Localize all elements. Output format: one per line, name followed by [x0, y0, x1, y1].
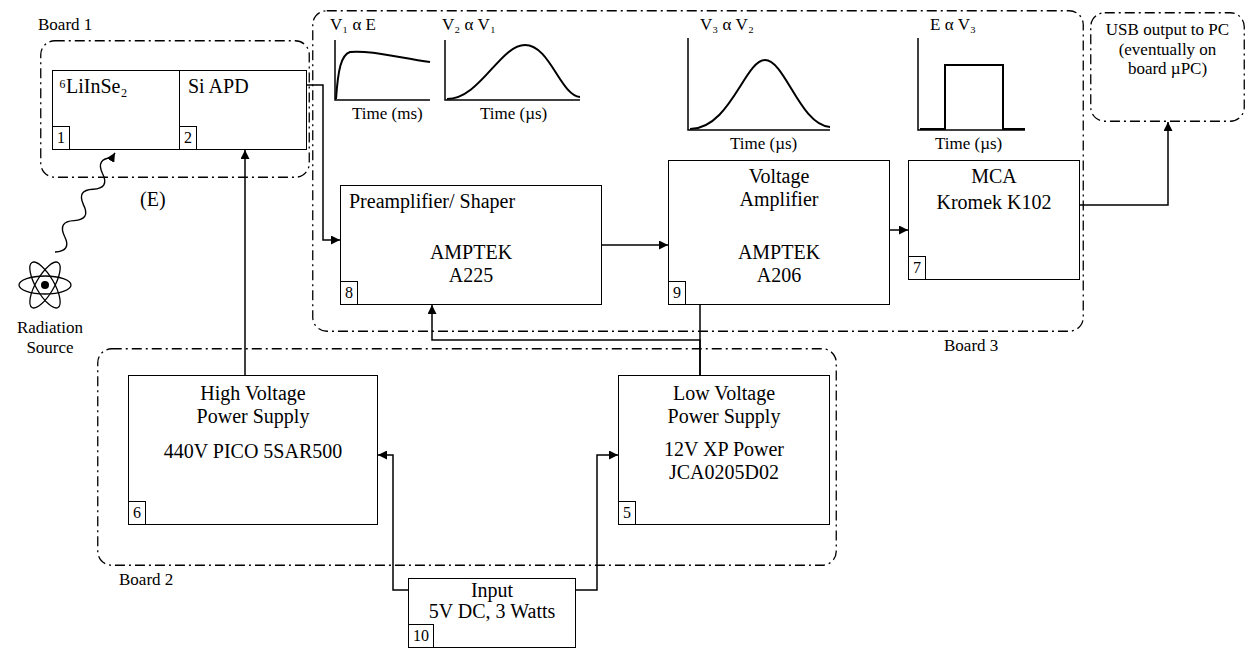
- box-text: AMPTEK A206: [738, 241, 820, 287]
- box-text: 12V XP Power JCA0205D02: [649, 438, 799, 484]
- output-box: USB output to PC (eventually on board µP…: [1090, 12, 1245, 122]
- box-text: Voltage Amplifier: [740, 165, 819, 211]
- axis-label: E α V₃: [930, 15, 976, 35]
- atom-orbit: [24, 258, 66, 312]
- axis-label: Time (µs): [480, 104, 547, 124]
- box-text: USB output to PC (eventually on board µP…: [1098, 20, 1238, 79]
- detector-box: Si APD 2: [179, 70, 307, 150]
- atom-symbol: [19, 258, 71, 312]
- connector: [244, 150, 246, 375]
- connector: [576, 455, 618, 590]
- atom-nucleus: [41, 281, 49, 289]
- callout-number: 10: [409, 624, 434, 647]
- callout-number: 8: [341, 281, 358, 304]
- input-box: Input5V DC, 3 Watts10: [408, 578, 576, 648]
- callout-number: 7: [909, 256, 926, 279]
- connector: [432, 305, 700, 375]
- box-text: MCA: [971, 165, 1017, 188]
- waveform: [447, 45, 580, 99]
- plot-axes: [918, 38, 1025, 130]
- axis-label: Time (µs): [730, 134, 797, 154]
- board-label: Board 1: [38, 15, 92, 35]
- box-text: Preamplifier/ Shaper: [349, 190, 515, 213]
- waveform: [920, 65, 1025, 129]
- axis-label: Time (ms): [352, 104, 423, 124]
- box-text: Low Voltage Power Supply: [654, 382, 794, 428]
- callout-number: 6: [129, 501, 146, 524]
- axis-label: V₁ α E: [330, 15, 376, 35]
- plot-axes: [688, 38, 830, 130]
- connector: [1080, 122, 1168, 205]
- axis-label: Time (µs): [935, 134, 1002, 154]
- board-label: Board 2: [119, 570, 173, 590]
- box-text: ⁶LiInSe₂: [59, 75, 127, 98]
- process-box: Preamplifier/ ShaperAMPTEK A225 8: [340, 185, 602, 305]
- box-text: Kromek K102: [937, 191, 1052, 214]
- axis-label: V₂ α V₁: [442, 15, 496, 35]
- axis-label: V₃ α V₂: [700, 15, 754, 35]
- plot-axes: [445, 40, 580, 100]
- connector: [307, 85, 340, 240]
- atom-orbit: [19, 276, 71, 294]
- callout-number: 2: [180, 126, 197, 149]
- connector: [890, 229, 908, 231]
- crystal-box: ⁶LiInSe₂ 1: [52, 70, 180, 150]
- source-label: Radiation Source: [8, 318, 92, 357]
- board-group: Board 1⁶LiInSe₂1Si APD2: [40, 40, 310, 178]
- dashed-outline-shape: [1091, 13, 1245, 122]
- dashed-outline-shape: [313, 11, 1084, 332]
- box-text: 5V DC, 3 Watts: [429, 600, 556, 623]
- box-text: AMPTEK A225: [430, 241, 512, 287]
- waveform-plots: [335, 38, 1025, 130]
- dashed-outline-shape: [98, 349, 837, 566]
- box-text: Input: [471, 579, 513, 602]
- waveform: [336, 52, 430, 99]
- board-group: Board 3Preamplifier/ ShaperAMPTEK A2258V…: [312, 10, 1084, 332]
- box-text: Si APD: [188, 75, 249, 98]
- connector: [378, 455, 408, 590]
- box-text: High Voltage Power Supply: [183, 382, 323, 428]
- box-text: 440V PICO 5SAR500: [164, 440, 343, 463]
- connector: [699, 305, 701, 375]
- power-box: Low Voltage Power Supply 12V XP Power JCA…: [618, 375, 830, 525]
- callout-number: 1: [53, 126, 70, 149]
- board-group: Board 2High Voltage Power Supply440V PIC…: [97, 348, 837, 566]
- radiation-wave: [55, 153, 115, 252]
- process-box: MCA Kromek K102 7: [908, 160, 1080, 280]
- atom-orbit: [24, 258, 66, 312]
- dashed-outline-shape: [41, 41, 310, 178]
- callout-number: 9: [669, 281, 686, 304]
- power-box: High Voltage Power Supply 440V PICO 5SAR5…: [128, 375, 378, 525]
- connector: [602, 244, 668, 246]
- board-label: Board 3: [944, 336, 998, 356]
- callout-number: 5: [619, 501, 636, 524]
- energy-label: (E): [140, 188, 166, 211]
- process-box: Voltage AmplifierAMPTEK A206 9: [668, 160, 890, 305]
- plot-axes: [335, 40, 430, 100]
- waveform: [690, 60, 830, 129]
